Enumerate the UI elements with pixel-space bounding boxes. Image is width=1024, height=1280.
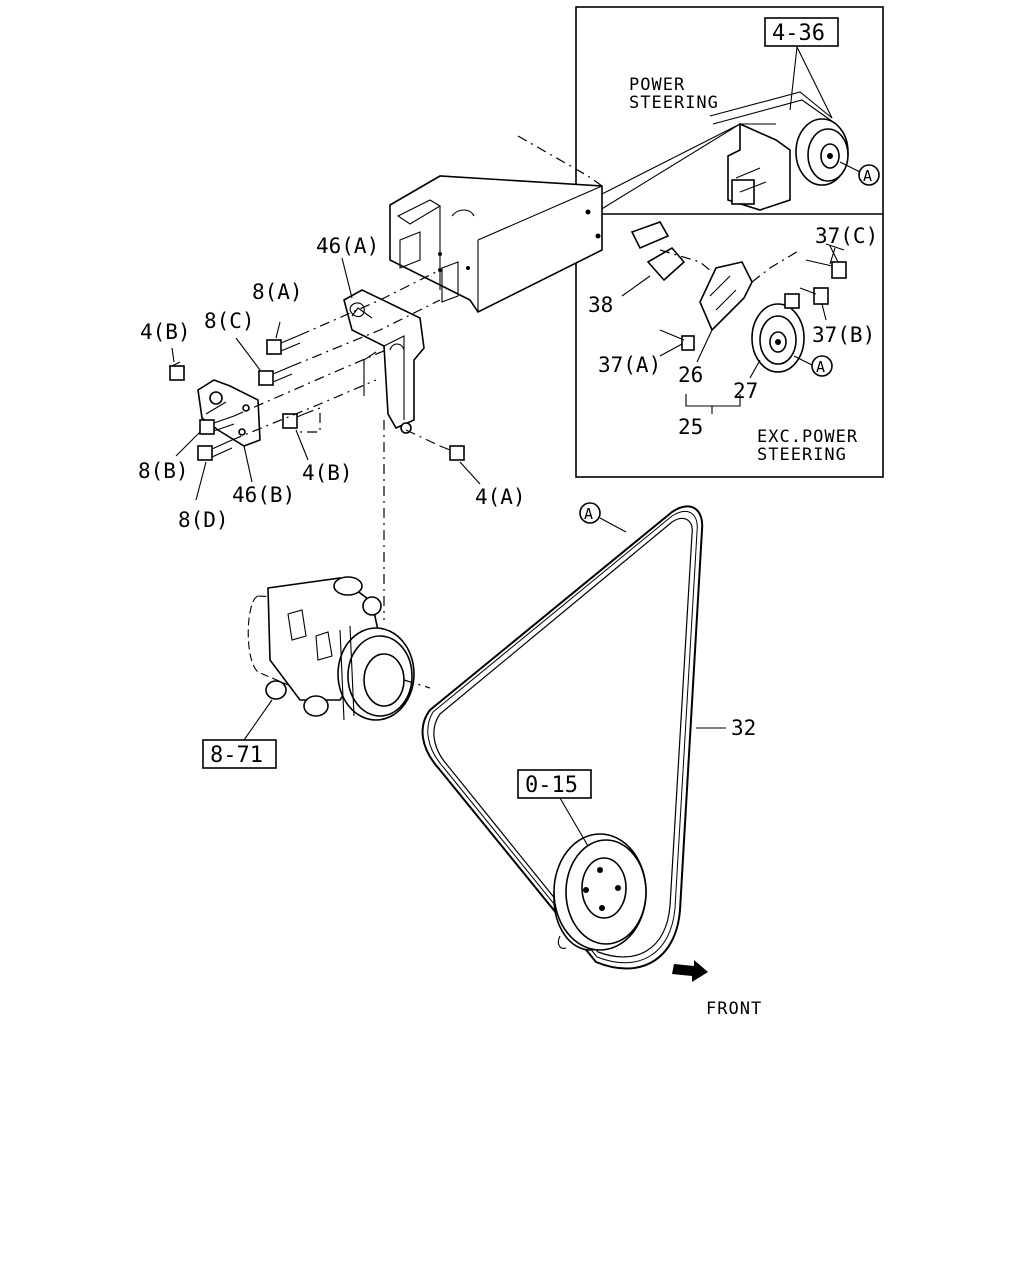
marker-a-lower: A [811, 355, 833, 377]
bolt-8d [195, 439, 233, 501]
bolt-8c [235, 337, 293, 386]
svg-text:A: A [816, 358, 825, 376]
bolt-8b [175, 415, 235, 457]
ref-0-15-label: 0-15 [525, 773, 578, 798]
bolt-4b-top [169, 347, 185, 381]
part-25-label: 25 [678, 415, 703, 439]
bolt-4a [439, 445, 481, 485]
front-arrow-icon [672, 960, 708, 982]
ref-box-8-71: 8-71 [202, 699, 277, 769]
marker-a-upper: A [858, 164, 880, 186]
part-46a-label: 46(A) [316, 234, 379, 258]
part-38-label: 38 [588, 293, 613, 317]
part-8d-label: 8(D) [178, 508, 229, 532]
idler-pulley-drawing [630, 221, 847, 373]
part-8c-label: 8(C) [204, 309, 255, 333]
part-4b-mid-label: 4(B) [302, 461, 353, 485]
crankshaft-pulley [553, 833, 647, 951]
power-steering-pump-drawing [599, 91, 861, 211]
bolt-8a [266, 321, 301, 355]
part-46b-label: 46(B) [232, 483, 295, 507]
part-37a-label: 37(A) [598, 353, 661, 377]
exc-power-steering-note-line1: EXC.POWER [757, 427, 858, 447]
part-37b-label: 37(B) [812, 323, 875, 347]
svg-text:A: A [584, 505, 593, 523]
svg-text:A: A [863, 167, 872, 185]
part-4a-label: 4(A) [475, 485, 526, 509]
part-37c-label: 37(C) [815, 224, 878, 248]
marker-a-belt: A [579, 502, 627, 533]
part-27-label: 27 [733, 379, 758, 403]
power-steering-note-line1: POWER [629, 75, 685, 95]
bracket-46b [197, 379, 261, 447]
power-steering-note-line2: STEERING [629, 93, 719, 113]
part-4b-top-label: 4(B) [140, 320, 191, 344]
engine-block-outline [389, 175, 603, 314]
part-26-label: 26 [678, 363, 703, 387]
ref-4-36-label: 4-36 [772, 21, 825, 46]
part-8a-label: 8(A) [252, 280, 303, 304]
drive-belt-32 [421, 505, 704, 970]
ref-box-4-36: 4-36 [764, 17, 839, 119]
ac-compressor-drawing [247, 576, 415, 721]
ref-8-71-label: 8-71 [210, 743, 263, 768]
ref-box-0-15: 0-15 [517, 769, 592, 847]
exc-power-steering-note-line2: STEERING [757, 445, 847, 465]
bracket-46a [343, 289, 425, 434]
bolt-4b-mid [282, 413, 309, 461]
part-8b-label: 8(B) [138, 459, 189, 483]
front-label: FRONT [706, 999, 762, 1019]
part-32-label: 32 [731, 716, 756, 740]
